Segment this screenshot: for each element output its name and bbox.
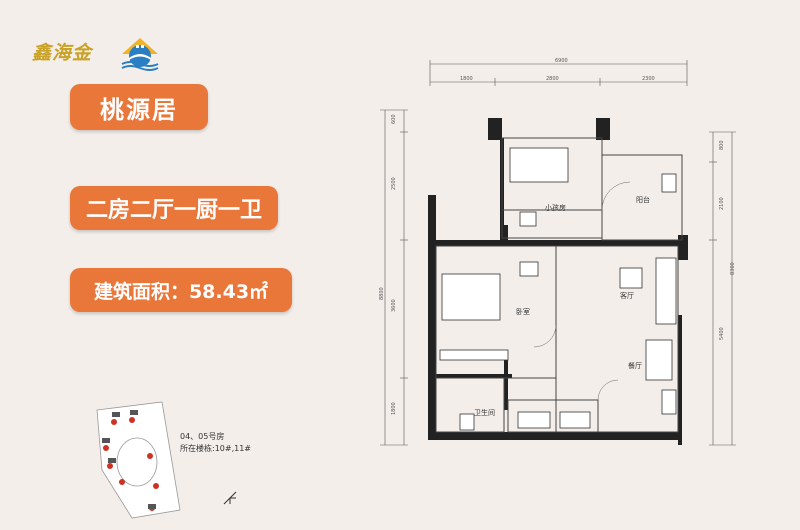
dim-right-3: 5400 bbox=[719, 327, 725, 340]
dim-left-1: 600 bbox=[391, 114, 397, 124]
room-balcony: 阳台 bbox=[636, 195, 650, 204]
area-value: 58.43㎡ bbox=[188, 280, 269, 303]
dim-right-total: 8300 bbox=[730, 262, 736, 275]
dim-right-2: 2100 bbox=[719, 197, 725, 210]
house-wave-icon bbox=[121, 38, 159, 71]
property-title-badge: 桃源居 bbox=[70, 84, 208, 130]
brand-logo: 鑫海金 bbox=[22, 36, 162, 76]
room-bedroom: 卧室 bbox=[516, 307, 530, 316]
dim-right-1: 800 bbox=[719, 140, 725, 150]
room-bathroom: 卫生间 bbox=[474, 408, 495, 417]
site-minimap bbox=[96, 401, 181, 519]
dim-top-2: 2800 bbox=[546, 76, 559, 82]
room-living: 客厅 bbox=[620, 291, 634, 300]
dim-left-3: 3600 bbox=[391, 299, 397, 312]
dim-top-1: 1800 bbox=[460, 76, 473, 82]
area-label: 建筑面积： bbox=[93, 280, 189, 303]
area-badge: 建筑面积：58.43㎡ bbox=[70, 268, 292, 312]
dim-left-total: 8800 bbox=[379, 287, 385, 300]
unit-numbers: 04、05号房 bbox=[180, 432, 225, 441]
compass-icon bbox=[223, 491, 237, 505]
dim-top-3: 2300 bbox=[642, 76, 655, 82]
dim-left-2: 2500 bbox=[391, 177, 397, 190]
dim-top-total: 6900 bbox=[555, 58, 568, 64]
room-small-bedroom: 小孩房 bbox=[545, 203, 566, 212]
logo-text: 鑫海金 bbox=[32, 42, 93, 64]
floor-plan: 6900 1800 2800 2300 600 2500 3600 1800 8… bbox=[379, 58, 736, 446]
layout-type: 二房二厅一厨一卫 bbox=[85, 198, 262, 223]
unit-buildings: 所在楼栋:10#,11# bbox=[180, 444, 252, 453]
dim-left-4: 1800 bbox=[391, 402, 397, 415]
room-dining: 餐厅 bbox=[628, 361, 642, 370]
property-title: 桃源居 bbox=[100, 95, 178, 124]
layout-type-badge: 二房二厅一厨一卫 bbox=[70, 186, 278, 230]
